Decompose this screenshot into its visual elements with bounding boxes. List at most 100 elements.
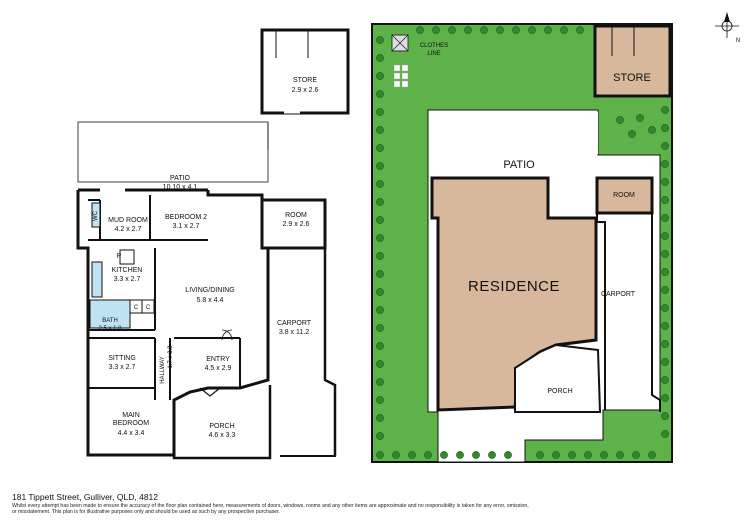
mud-room-dims: 4.2 x 2.7 [115,226,142,233]
tree-icon [376,90,384,98]
living-dining-label: LIVING/DINING [185,287,234,294]
tree-icon [448,26,456,34]
tree-icon [376,396,384,404]
tree-icon [472,451,480,459]
bath-dims: 2.5 x 1.8 [98,326,122,332]
tree-icon [376,270,384,278]
site-room-label: ROOM [613,192,635,199]
tree-icon [424,451,432,459]
tree-icon [616,451,624,459]
tree-icon [628,130,636,138]
tree-icon [568,451,576,459]
bedroom-2-dims: 3.1 x 2.7 [173,223,200,230]
tree-icon [376,72,384,80]
tree-icon [661,322,669,330]
pantry-label: P [117,253,122,260]
tree-icon [661,376,669,384]
tree-icon [456,451,464,459]
tree-icon [661,412,669,420]
porch-label: PORCH [209,423,234,430]
patio-dims: 10.10 x 4.1 [163,184,198,191]
tree-icon [661,358,669,366]
bath-fill [89,299,131,329]
site-carport-label: CARPORT [601,291,636,298]
tree-icon [600,451,608,459]
store-outline [260,28,350,115]
site-porch-label: PORCH [547,388,572,395]
carport-label: CARPORT [277,320,312,327]
entry-dims: 4.5 x 2.9 [205,365,232,372]
store-label: STORE [293,77,317,84]
tree-icon [376,288,384,296]
north-arrow-icon [715,12,739,38]
entry-label: ENTRY [206,356,230,363]
room-label: ROOM [285,212,307,219]
tree-icon [376,54,384,62]
tree-icon [376,234,384,242]
tree-icon [416,26,424,34]
tree-icon [632,451,640,459]
tree-icon [648,126,656,134]
floor-plan-labels: STORE 2.9 x 2.6 PATIO 10.10 x 4.1 MUD RO… [93,77,319,439]
tree-icon [661,340,669,348]
porch-outline [172,385,272,460]
cupboard-label-1: C [134,305,139,311]
tree-icon [528,26,536,34]
patio-label: PATIO [170,175,191,182]
site-plan-labels: RESIDENCE STORE PATIO ROOM CARPORT PORCH… [420,38,740,395]
site-patio-label: PATIO [503,159,535,171]
tree-icon [504,451,512,459]
address-text: 181 Tippett Street, Gulliver, QLD, 4812 [12,492,158,502]
tree-icon [440,451,448,459]
kitchen-dims: 3.3 x 2.7 [114,276,141,283]
mud-room-label: MUD ROOM [108,217,148,224]
hallway-label: HALLWAY [160,356,166,384]
tree-icons [376,26,669,459]
tree-icon [661,196,669,204]
tree-icon [496,26,504,34]
tree-icon [488,451,496,459]
tree-icon [376,414,384,422]
sitting-label: SITTING [108,355,136,362]
site-store-label: STORE [613,72,651,84]
tree-icon [512,26,520,34]
wc-fill [91,202,101,228]
tree-icon [661,178,669,186]
tree-icon [536,451,544,459]
site-room-block [595,176,654,215]
tree-icon [661,232,669,240]
tree-icon [661,160,669,168]
tree-icon [661,286,669,294]
tree-icon [661,124,669,132]
tree-icon [376,36,384,44]
tree-icon [636,114,644,122]
tree-icon [376,180,384,188]
tree-icon [432,26,440,34]
tree-icon [616,116,624,124]
patio-outline [77,121,269,183]
cupboard-label-2: C [146,305,151,311]
tree-icon [376,324,384,332]
site-carport-outline [596,213,606,410]
tree-icon [376,216,384,224]
north-label: N [736,38,740,44]
tree-icon [661,142,669,150]
tree-icon [376,108,384,116]
carport-outline [323,200,337,456]
carport-dims: 3.8 x 11.2 [279,329,309,336]
tree-icon [392,451,400,459]
tree-icon [376,126,384,134]
porch-dims: 4.6 x 3.3 [209,432,236,439]
tree-icon [648,451,656,459]
tree-icon [661,304,669,312]
site-plan [371,12,739,463]
tree-icon [376,198,384,206]
disclaimer-text: Whilst every attempt has been made to en… [12,503,529,516]
tree-icon [376,306,384,314]
sitting-dims: 3.3 x 2.7 [109,364,136,371]
grass-patch [612,105,660,147]
site-store-block [593,24,672,98]
living-dining-dims: 5.8 x 4.4 [197,297,224,304]
room-dims: 2.9 x 2.6 [283,221,310,228]
